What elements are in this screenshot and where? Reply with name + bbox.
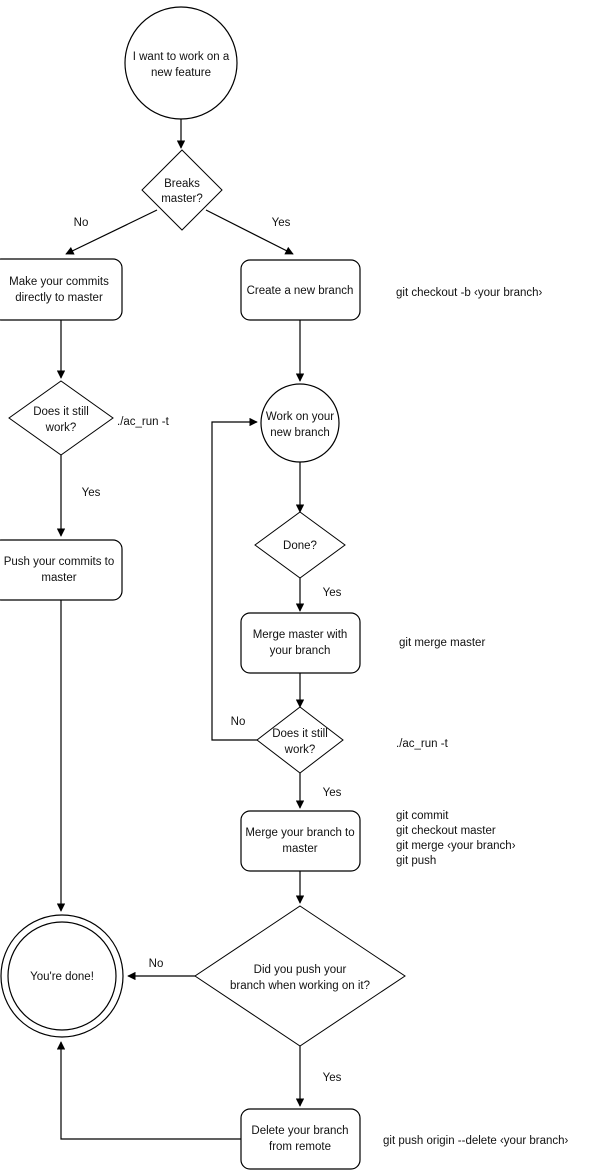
node-did-you-push[interactable]: Did you push your branch when working on…	[194, 905, 406, 1047]
annotation-left-test-cmd: ./ac_run -t	[117, 416, 170, 428]
edge-mid-test-no-loop	[211, 417, 258, 741]
node-merge-master-line1: Merge master with	[253, 629, 348, 641]
node-merge-branch-line1: Merge your branch to	[245, 827, 354, 839]
node-breaks-master-line1: Breaks	[164, 178, 200, 190]
node-done-question-line1: Done?	[283, 540, 317, 552]
node-push-commits-line1: Push your commits to	[4, 556, 115, 568]
edge-label-breaks-no: No	[74, 217, 89, 229]
edge-label-done-yes: Yes	[323, 587, 342, 599]
edge-label-did-push-yes: Yes	[323, 1072, 342, 1084]
node-left-does-it-still-work[interactable]: Does it still work?	[8, 380, 114, 456]
node-create-branch-line1: Create a new branch	[247, 285, 354, 297]
node-make-commits-line1: Make your commits	[9, 276, 109, 288]
node-make-commits-line2: directly to master	[15, 292, 103, 304]
edge-label-breaks-yes: Yes	[272, 217, 291, 229]
node-push-commits[interactable]: Push your commits to master	[0, 539, 123, 601]
node-left-test-line2: work?	[45, 422, 77, 434]
annotation-merge-cmd-line4: git push	[396, 855, 436, 867]
node-left-test-line1: Does it still	[33, 406, 89, 418]
annotation-mid-test-cmd: ./ac_run -t	[396, 738, 449, 750]
node-mid-test-line2: work?	[284, 744, 316, 756]
node-merge-master-line2: your branch	[270, 645, 331, 657]
node-did-you-push-line1: Did you push your	[254, 964, 347, 976]
node-make-commits[interactable]: Make your commits directly to master	[0, 258, 123, 321]
node-work-on-branch-line1: Work on your	[266, 411, 334, 423]
node-push-commits-line2: master	[41, 572, 76, 584]
node-delete-branch-line2: from remote	[269, 1141, 331, 1153]
edge-breaks-master-yes	[205, 209, 294, 255]
node-done-question[interactable]: Done?	[254, 511, 346, 579]
node-mid-test-line1: Does it still	[272, 728, 328, 740]
edge-label-left-test-yes: Yes	[82, 487, 101, 499]
annotation-delete-branch-cmd: git push origin --delete ‹your branch›	[383, 1135, 569, 1147]
annotation-create-branch-cmd: git checkout -b ‹your branch›	[396, 287, 543, 299]
node-did-you-push-line2: branch when working on it?	[230, 980, 370, 992]
edge-delete-branch-to-done	[56, 1041, 241, 1140]
edge-breaks-master-no	[65, 209, 158, 255]
node-youre-done-label: You're done!	[30, 971, 94, 983]
node-merge-master-with-branch[interactable]: Merge master with your branch	[240, 612, 361, 674]
edge-label-mid-test-yes: Yes	[323, 787, 342, 799]
node-merge-branch-to-master[interactable]: Merge your branch to master	[240, 810, 361, 872]
annotation-merge-cmd-line1: git commit	[396, 810, 449, 822]
node-mid-does-it-still-work[interactable]: Does it still work?	[256, 706, 344, 774]
node-delete-branch-line1: Delete your branch	[251, 1125, 348, 1137]
edge-label-mid-test-no: No	[231, 716, 246, 728]
annotation-merge-cmd-line2: git checkout master	[396, 825, 496, 837]
node-start-line2: new feature	[151, 67, 211, 79]
node-start[interactable]: I want to work on a new feature	[124, 6, 238, 120]
node-breaks-master-line2: master?	[161, 193, 203, 205]
node-work-on-branch-line2: new branch	[270, 427, 329, 439]
node-youre-done[interactable]: You're done!	[0, 914, 124, 1038]
node-work-on-branch[interactable]: Work on your new branch	[260, 383, 340, 463]
node-start-line1: I want to work on a	[133, 51, 230, 63]
annotation-merge-master-cmd: git merge master	[399, 637, 485, 649]
node-delete-branch[interactable]: Delete your branch from remote	[240, 1108, 361, 1170]
node-merge-branch-line2: master	[282, 843, 317, 855]
edge-label-did-push-no: No	[149, 958, 164, 970]
node-breaks-master[interactable]: Breaks master?	[141, 149, 223, 231]
node-create-branch[interactable]: Create a new branch	[240, 259, 361, 321]
annotation-merge-cmd-line3: git merge ‹your branch›	[396, 840, 516, 852]
